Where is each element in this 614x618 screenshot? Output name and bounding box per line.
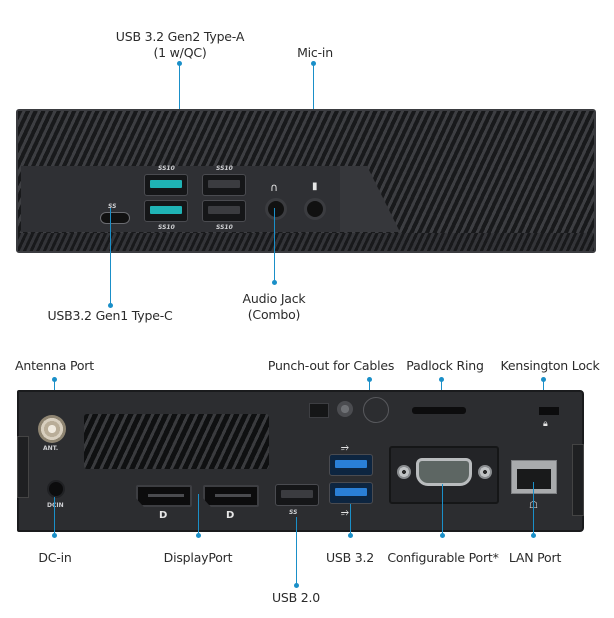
displayport-1 — [136, 485, 192, 507]
label-usb-gen2-line2: (1 w/QC) — [153, 45, 207, 60]
screw — [337, 401, 353, 417]
padlock-ring-slot — [412, 407, 466, 414]
label-usb-gen2-line1: USB 3.2 Gen2 Type-A — [115, 29, 245, 44]
db9-screw — [397, 465, 411, 479]
rear-left-notch — [17, 436, 29, 498]
usb-3-2-port — [329, 454, 373, 476]
label-padlock-ring: Padlock Ring — [406, 358, 484, 373]
rear-right-notch — [572, 444, 584, 516]
kensington-slot — [539, 407, 559, 415]
usb-a-mark: SS10 — [158, 165, 175, 172]
microphone-icon: ▮ — [312, 181, 318, 192]
punch-out — [363, 397, 389, 423]
antenna-port — [38, 415, 66, 443]
usb-a-port-gen2 — [202, 174, 246, 196]
label-displayport: DisplayPort — [163, 550, 233, 565]
leader-dot — [367, 377, 372, 382]
label-kensington-lock: Kensington Lock — [500, 358, 600, 373]
usbc-mark: SS — [108, 203, 117, 210]
leader-dot — [311, 61, 316, 66]
audio-combo-jack — [265, 198, 287, 220]
rear-panel: ANT. DCIN D D SS ⭌ ⭌ 🔒︎ ☖ — [17, 390, 584, 532]
rear-vent — [84, 414, 269, 469]
leader-line — [110, 208, 112, 306]
usb-a-port-gen2 — [202, 200, 246, 222]
leader-line — [198, 494, 200, 534]
label-mic-in: Mic-in — [297, 45, 333, 60]
usb20-mark: SS — [289, 509, 298, 516]
label-usb-3-2: USB 3.2 — [325, 550, 375, 565]
leader-dot — [348, 533, 353, 538]
leader-dot — [108, 303, 113, 308]
usb-a-port-gen2-qc — [144, 174, 188, 196]
usb-3-2-port — [329, 482, 373, 504]
leader-dot — [177, 61, 182, 66]
label-configurable-port: Configurable Port* — [387, 550, 499, 565]
usb-a-port-gen2 — [144, 200, 188, 222]
usb-a-mark: SS10 — [216, 224, 233, 231]
displayport-logo: D — [159, 510, 168, 521]
label-punchout: Punch-out for Cables — [267, 358, 395, 373]
usb-c-port — [100, 212, 130, 224]
front-bottom-vent — [18, 233, 594, 251]
mic-in-jack — [304, 198, 326, 220]
leader-line — [274, 208, 276, 280]
label-antenna-port: Antenna Port — [15, 358, 94, 373]
configurable-port-bay — [389, 446, 499, 504]
leader-dot — [439, 377, 444, 382]
leader-line — [54, 497, 56, 535]
usb-icon: ⭌ — [341, 442, 349, 453]
lock-icon: 🔒︎ — [543, 419, 548, 429]
label-lan-port: LAN Port — [508, 550, 562, 565]
punchout-plug — [309, 403, 329, 418]
leader-line — [350, 504, 352, 534]
label-usb-2-0: USB 2.0 — [271, 590, 321, 605]
label-dc-in: DC-in — [38, 550, 72, 565]
label-usb-gen1-typec: USB3.2 Gen1 Type-C — [47, 308, 173, 323]
leader-line — [533, 482, 535, 534]
serial-db9-port — [416, 458, 472, 486]
leader-dot — [196, 533, 201, 538]
headphone-icon: ∩ — [270, 181, 279, 194]
dc-mark: DCIN — [47, 502, 64, 509]
label-audio-jack-line2: (Combo) — [247, 307, 301, 322]
front-panel: SS SS10 SS10 SS10 SS10 ∩ ▮ — [16, 109, 596, 253]
usb-a-mark: SS10 — [158, 224, 175, 231]
displayport-logo: D — [226, 510, 235, 521]
db9-screw — [478, 465, 492, 479]
leader-dot — [531, 533, 536, 538]
leader-dot — [272, 280, 277, 285]
leader-line — [296, 517, 298, 585]
leader-dot — [52, 377, 57, 382]
usb-a-mark: SS10 — [216, 165, 233, 172]
dc-in-jack — [47, 480, 65, 498]
label-audio-jack-line1: Audio Jack — [242, 291, 306, 306]
leader-line — [442, 484, 444, 534]
usb-icon: ⭌ — [341, 507, 349, 518]
leader-dot — [440, 533, 445, 538]
displayport-2 — [203, 485, 259, 507]
leader-dot — [294, 583, 299, 588]
leader-dot — [52, 533, 57, 538]
leader-dot — [541, 377, 546, 382]
antenna-mark: ANT. — [43, 445, 59, 452]
usb-2-0-port — [275, 484, 319, 506]
